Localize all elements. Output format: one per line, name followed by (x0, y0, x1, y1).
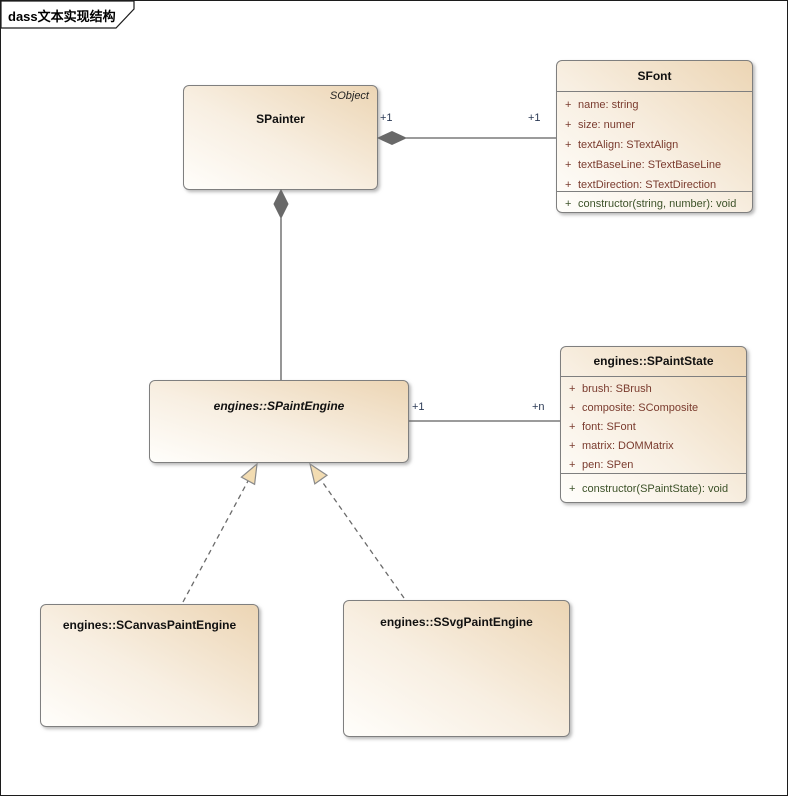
attribute-row: + matrix: DOMMatrix (561, 436, 746, 455)
class-name-spaintstate: engines::SPaintState (593, 354, 714, 368)
operation-text: constructor(SPaintState): void (582, 482, 729, 495)
class-name-ssvgpaintengine: engines::SSvgPaintEngine (380, 615, 533, 629)
visibility-marker: + (565, 179, 572, 191)
operation-row: + constructor(string, number): void (557, 193, 752, 214)
attribute-text: font: SFont (582, 420, 636, 433)
class-box-scanvaspaintengine[interactable]: engines::SCanvasPaintEngine (40, 604, 259, 727)
operation-row: + constructor(SPaintState): void (561, 479, 746, 498)
attribute-row: + textBaseLine: STextBaseLine (557, 155, 752, 175)
class-box-spaintstate[interactable]: engines::SPaintState + brush: SBrush + c… (560, 346, 747, 503)
attribute-text: pen: SPen (582, 458, 634, 471)
multiplicity-label-spainter-end: +1 (380, 112, 393, 124)
attribute-text: composite: SComposite (582, 401, 699, 414)
attribute-row: + font: SFont (561, 417, 746, 436)
class-box-ssvgpaintengine[interactable]: engines::SSvgPaintEngine (343, 600, 570, 737)
visibility-marker: + (565, 139, 572, 151)
visibility-marker: + (569, 482, 576, 495)
attribute-text: name: string (578, 99, 639, 111)
class-name-sfont: SFont (637, 69, 672, 83)
multiplicity-label-spaintstate-end: +n (532, 401, 545, 413)
attribute-text: brush: SBrush (582, 382, 652, 395)
visibility-marker: + (565, 159, 572, 171)
attribute-row: + size: numer (557, 115, 752, 135)
diagram-title: dass文本实现结构 (8, 9, 116, 24)
class-name-spainter: SPainter (256, 112, 305, 126)
multiplicity-label-spaintengine-end: +1 (412, 401, 425, 413)
class-name-scanvaspaintengine: engines::SCanvasPaintEngine (62, 618, 237, 632)
visibility-marker: + (565, 119, 572, 131)
attribute-row: + textDirection: STextDirection (557, 175, 752, 195)
visibility-marker: + (569, 382, 576, 395)
visibility-marker: + (565, 197, 572, 210)
class-name-spaintengine: engines::SPaintEngine (213, 399, 345, 413)
attribute-text: textDirection: STextDirection (578, 179, 717, 191)
attribute-row: + name: string (557, 95, 752, 115)
attribute-row: + pen: SPen (561, 455, 746, 474)
class-box-spaintengine[interactable]: engines::SPaintEngine (149, 380, 409, 463)
attribute-text: textAlign: STextAlign (578, 139, 679, 151)
visibility-marker: + (569, 439, 576, 452)
class-box-sfont[interactable]: SFont + name: string + size: numer + tex… (556, 60, 753, 213)
attribute-row: + composite: SComposite (561, 398, 746, 417)
attributes-compartment: + name: string + size: numer + textAlign… (557, 91, 752, 191)
attribute-text: textBaseLine: STextBaseLine (578, 159, 722, 171)
attribute-row: + brush: SBrush (561, 379, 746, 398)
operations-compartment: + constructor(string, number): void (557, 191, 752, 214)
visibility-marker: + (569, 458, 576, 471)
class-box-spainter[interactable]: SObject SPainter (183, 85, 378, 190)
attributes-compartment: + brush: SBrush + composite: SComposite … (561, 376, 746, 473)
visibility-marker: + (565, 99, 572, 111)
multiplicity-label-sfont-end: +1 (528, 112, 541, 124)
attribute-text: matrix: DOMMatrix (582, 439, 674, 452)
operation-text: constructor(string, number): void (578, 197, 737, 210)
attribute-text: size: numer (578, 119, 635, 131)
visibility-marker: + (569, 401, 576, 414)
attribute-row: + textAlign: STextAlign (557, 135, 752, 155)
stereotype-label: SObject (329, 90, 369, 102)
visibility-marker: + (569, 420, 576, 433)
operations-compartment: + constructor(SPaintState): void (561, 473, 746, 504)
